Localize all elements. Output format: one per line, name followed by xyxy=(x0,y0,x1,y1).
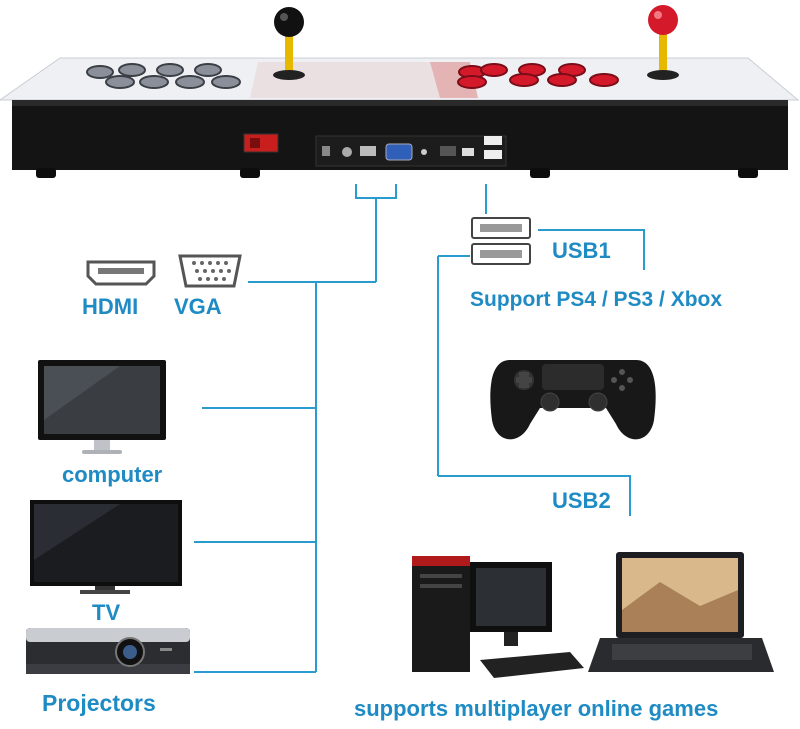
usb-icon xyxy=(471,217,531,265)
console-artwork-left xyxy=(250,62,440,98)
tv-icon xyxy=(30,500,182,594)
hdmi-icon xyxy=(86,260,156,286)
dc-port xyxy=(342,147,352,157)
sd-port xyxy=(440,146,456,156)
joystick-right xyxy=(647,5,679,80)
console-foot xyxy=(36,168,56,178)
small-port xyxy=(322,146,330,156)
support-consoles-label: Support PS4 / PS3 / Xbox xyxy=(470,288,723,311)
vga-icon xyxy=(178,254,242,288)
projectors-label: Projectors xyxy=(42,690,156,716)
usb2-label: USB2 xyxy=(552,488,611,513)
desktop-pc-icon xyxy=(412,556,584,678)
hdmi-port xyxy=(360,146,376,156)
vga-port xyxy=(385,143,413,161)
console-foot xyxy=(240,168,260,178)
connector-lines xyxy=(194,184,645,673)
projector-icon xyxy=(26,628,190,674)
computer-label: computer xyxy=(62,462,163,487)
joystick-left xyxy=(273,7,305,80)
hdmi-label: HDMI xyxy=(82,294,139,319)
audio-port xyxy=(421,149,427,155)
buttons-left xyxy=(86,63,241,89)
power-switch xyxy=(243,133,279,153)
tv-label: TV xyxy=(92,600,121,625)
multiplayer-label: supports multiplayer online games xyxy=(354,696,719,721)
usb-port-bottom xyxy=(484,150,502,159)
computer-monitor-icon xyxy=(38,360,166,454)
console-foot xyxy=(530,168,550,178)
front-panel-ports xyxy=(243,133,507,167)
gamepad-icon xyxy=(490,360,656,440)
console-foot xyxy=(738,168,758,178)
mini-port xyxy=(462,148,474,156)
usb1-label: USB1 xyxy=(552,238,611,263)
usb-port-top xyxy=(484,136,502,145)
vga-label: VGA xyxy=(174,294,222,319)
laptop-icon xyxy=(588,552,774,672)
arcade-console xyxy=(0,5,800,178)
buttons-right xyxy=(457,63,619,89)
